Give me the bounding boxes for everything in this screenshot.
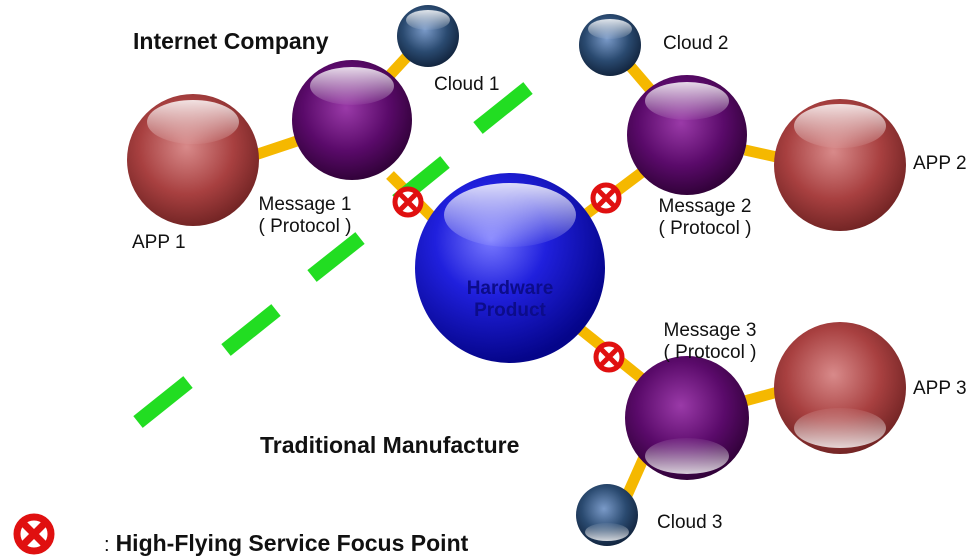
hardware-product-node[interactable] bbox=[415, 173, 605, 363]
app1-label: APP 1 bbox=[132, 232, 186, 253]
message2-node[interactable] bbox=[627, 75, 747, 195]
message3-title: Message 3 bbox=[663, 320, 757, 341]
message1-label: Message 1 ( Protocol ) bbox=[240, 194, 370, 238]
message3-protocol: ( Protocol ) bbox=[663, 342, 757, 363]
cloud3-sphere-shine bbox=[585, 523, 629, 541]
boundary-dash bbox=[221, 304, 281, 356]
hardware-product-line1: Hardware bbox=[466, 278, 554, 299]
cloud1-node[interactable] bbox=[397, 5, 459, 67]
message3-label: Message 3 ( Protocol ) bbox=[645, 320, 775, 364]
boundary-dash bbox=[133, 376, 193, 428]
traditional-manufacture-heading: Traditional Manufacture bbox=[260, 432, 520, 458]
legend-focus-point-icon bbox=[13, 513, 55, 555]
boundary-dash bbox=[307, 232, 365, 282]
message2-label: Message 2 ( Protocol ) bbox=[640, 196, 770, 240]
focus-point-icon bbox=[590, 182, 622, 214]
message1-protocol: ( Protocol ) bbox=[258, 216, 352, 237]
boundary-dashed-line bbox=[133, 82, 533, 428]
legend: :High-Flying Service Focus Point bbox=[104, 530, 468, 557]
hardware-product-label: Hardware Product bbox=[410, 278, 610, 322]
connector-message3-cloud3 bbox=[619, 452, 651, 503]
message1-title: Message 1 bbox=[258, 194, 352, 215]
cloud1-sphere-shine bbox=[406, 10, 450, 30]
cloud1-label: Cloud 1 bbox=[434, 74, 500, 95]
message3-node[interactable] bbox=[625, 356, 749, 480]
message1-node[interactable] bbox=[292, 60, 412, 180]
app1-sphere-shine bbox=[147, 100, 239, 144]
cloud2-sphere-shine bbox=[588, 19, 632, 39]
message3-sphere-shine bbox=[645, 438, 729, 474]
app3-node[interactable] bbox=[774, 322, 906, 454]
internet-company-heading: Internet Company bbox=[133, 28, 329, 54]
hardware-product-sphere-shine bbox=[444, 183, 576, 247]
boundary-dash bbox=[473, 82, 533, 134]
app2-label: APP 2 bbox=[913, 153, 967, 174]
message1-sphere-shine bbox=[310, 67, 394, 105]
message2-protocol: ( Protocol ) bbox=[658, 218, 752, 239]
app2-node[interactable] bbox=[774, 99, 906, 231]
app3-label: APP 3 bbox=[913, 378, 967, 399]
focus-point-icon bbox=[593, 341, 625, 373]
legend-text: High-Flying Service Focus Point bbox=[115, 530, 469, 556]
cloud2-node[interactable] bbox=[579, 14, 641, 76]
app1-node[interactable] bbox=[127, 94, 259, 226]
message2-title: Message 2 bbox=[658, 196, 752, 217]
app3-sphere-shine bbox=[794, 408, 886, 448]
app2-sphere-shine bbox=[794, 104, 886, 148]
message2-sphere-shine bbox=[645, 82, 729, 120]
focus-point-icon bbox=[392, 186, 424, 218]
cloud2-label: Cloud 2 bbox=[663, 33, 729, 54]
hardware-product-line2: Product bbox=[474, 300, 546, 321]
cloud3-node[interactable] bbox=[576, 484, 638, 546]
legend-colon: : bbox=[104, 534, 110, 556]
cloud3-label: Cloud 3 bbox=[657, 512, 723, 533]
